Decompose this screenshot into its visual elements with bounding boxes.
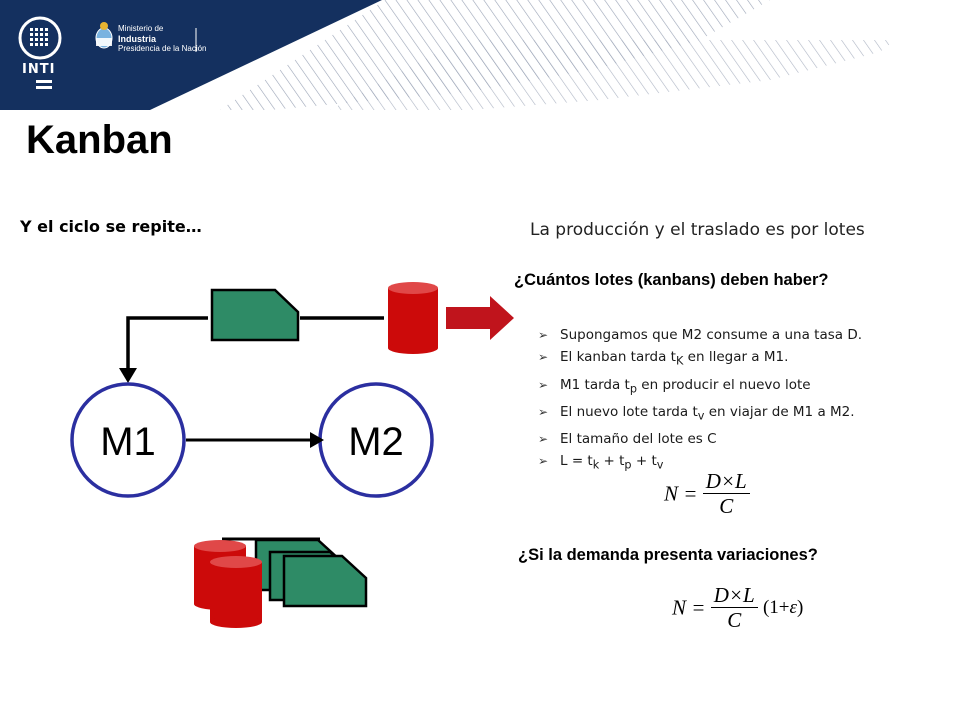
formula-n2-factor: (1+ε) [762,597,804,618]
formula-n2-denominator: C [727,608,742,632]
assumption-item: ➢L = tk + tp + tv [538,450,862,477]
header-navy-band [0,0,382,110]
machine-m2-label: M2 [348,420,404,464]
kanban-stack [194,537,368,628]
assumption-item: ➢El tamaño del lote es C [538,428,862,450]
arrow-down-to-m1-icon [119,368,137,383]
formula-n-numerator: D×L [702,470,750,494]
header-banner: INTI Ministerio de Industria Presidencia… [0,0,960,110]
arrow-to-m2-icon [310,432,324,448]
header-graphic [0,0,895,110]
inti-logo-text: INTI [22,62,56,77]
bullet-arrow-icon: ➢ [538,404,549,419]
lots-statement: La producción y el traslado es por lotes [530,220,865,240]
bullet-arrow-icon: ➢ [538,328,549,342]
header-hatch-lines-2 [330,40,895,110]
formula-n-variation: N = D×L C (1+ε) [672,584,803,632]
bullet-arrow-icon: ➢ [538,377,549,392]
formula-n: N = D×L C [664,470,750,518]
formula-n2-numerator: D×L [710,584,758,608]
left-subtitle: Y el ciclo se repite… [20,217,202,236]
ministry-line-1: Ministerio de [118,24,164,33]
kanban-line-left [126,316,208,370]
ministry-label: Ministerio de Industria Presidencia de l… [118,24,207,54]
bullet-arrow-icon: ➢ [538,431,549,446]
red-flow-arrow-icon [446,296,514,340]
machine-m1-label: M1 [100,420,156,464]
formula-n-denominator: C [719,494,734,518]
question-demand-variation: ¿Si la demanda presenta variaciones? [518,546,818,564]
slide-title: Kanban [26,118,173,162]
ministry-line-2: Industria [118,34,157,44]
inti-logo-icon [18,16,62,89]
bullet-arrow-icon: ➢ [538,454,549,469]
formula-n2-lhs: N = [672,595,706,620]
assumption-item: ➢El nuevo lote tarda tv en viajar de M1 … [538,401,862,428]
bullet-arrow-icon: ➢ [538,350,549,365]
lot-barrel-stack-2 [210,556,262,628]
lot-barrel-top [388,282,438,354]
coat-of-arms-icon [95,22,113,49]
assumption-item: ➢El kanban tarda tK en llegar a M1. [538,346,862,373]
kanban-card-top [210,288,300,342]
formula-n2-fraction: D×L C [710,584,758,632]
kanban-card-stack-3 [282,554,368,608]
machine-m1 [70,382,186,498]
formula-n-fraction: D×L C [702,470,750,518]
kanban-diagram: M1 M2 [70,282,514,628]
assumption-item: ➢M1 tarda tp en producir el nuevo lote [538,374,862,401]
assumption-item: ➢Supongamos que M2 consume a una tasa D. [538,324,862,346]
formula-n-lhs: N = [664,481,698,506]
question-how-many-lots: ¿Cuántos lotes (kanbans) deben haber? [514,271,829,289]
assumption-list: ➢Supongamos que M2 consume a una tasa D.… [538,324,862,477]
ministry-line-3: Presidencia de la Nación [118,44,207,53]
